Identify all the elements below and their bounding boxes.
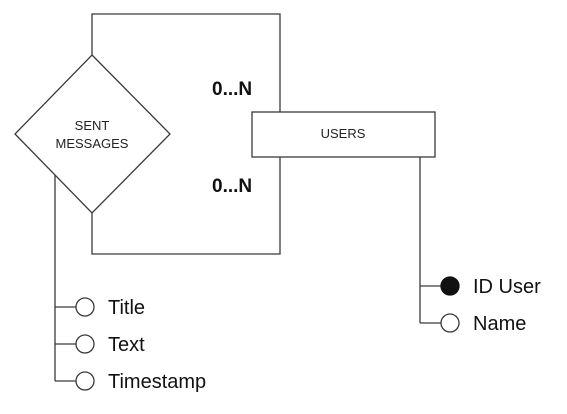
connector-top — [91, 13, 281, 112]
attribute-label: Name — [473, 313, 526, 335]
attribute-marker-icon — [75, 334, 95, 354]
attribute-label: Timestamp — [108, 371, 206, 393]
attribute-marker-icon — [440, 313, 460, 333]
relationship-label-line2: MESSAGES — [56, 136, 129, 151]
relationship-attribute-text[interactable]: Text — [55, 334, 145, 356]
entity-users-box[interactable] — [251, 111, 436, 158]
relationship-attribute-title[interactable]: Title — [55, 297, 145, 319]
attribute-label: Title — [108, 297, 145, 319]
connector-bottom — [91, 157, 281, 255]
attribute-marker-icon — [75, 371, 95, 391]
attribute-label: Text — [108, 334, 145, 356]
relationship-diamond[interactable] — [14, 54, 171, 214]
entity-users-label: USERS — [321, 126, 366, 141]
relationship-attribute-timestamp[interactable]: Timestamp — [55, 371, 206, 393]
entity-attribute-name[interactable]: Name — [420, 313, 526, 335]
entity-attribute-id-user[interactable]: ID User — [420, 276, 541, 298]
attribute-marker-icon — [75, 297, 95, 317]
relationship-label-line1: SENT — [75, 118, 110, 133]
key-attribute-marker-icon — [440, 276, 460, 296]
cardinality-top: 0...N — [212, 79, 252, 100]
cardinality-bottom: 0...N — [212, 176, 252, 197]
attribute-label: ID User — [473, 276, 541, 298]
